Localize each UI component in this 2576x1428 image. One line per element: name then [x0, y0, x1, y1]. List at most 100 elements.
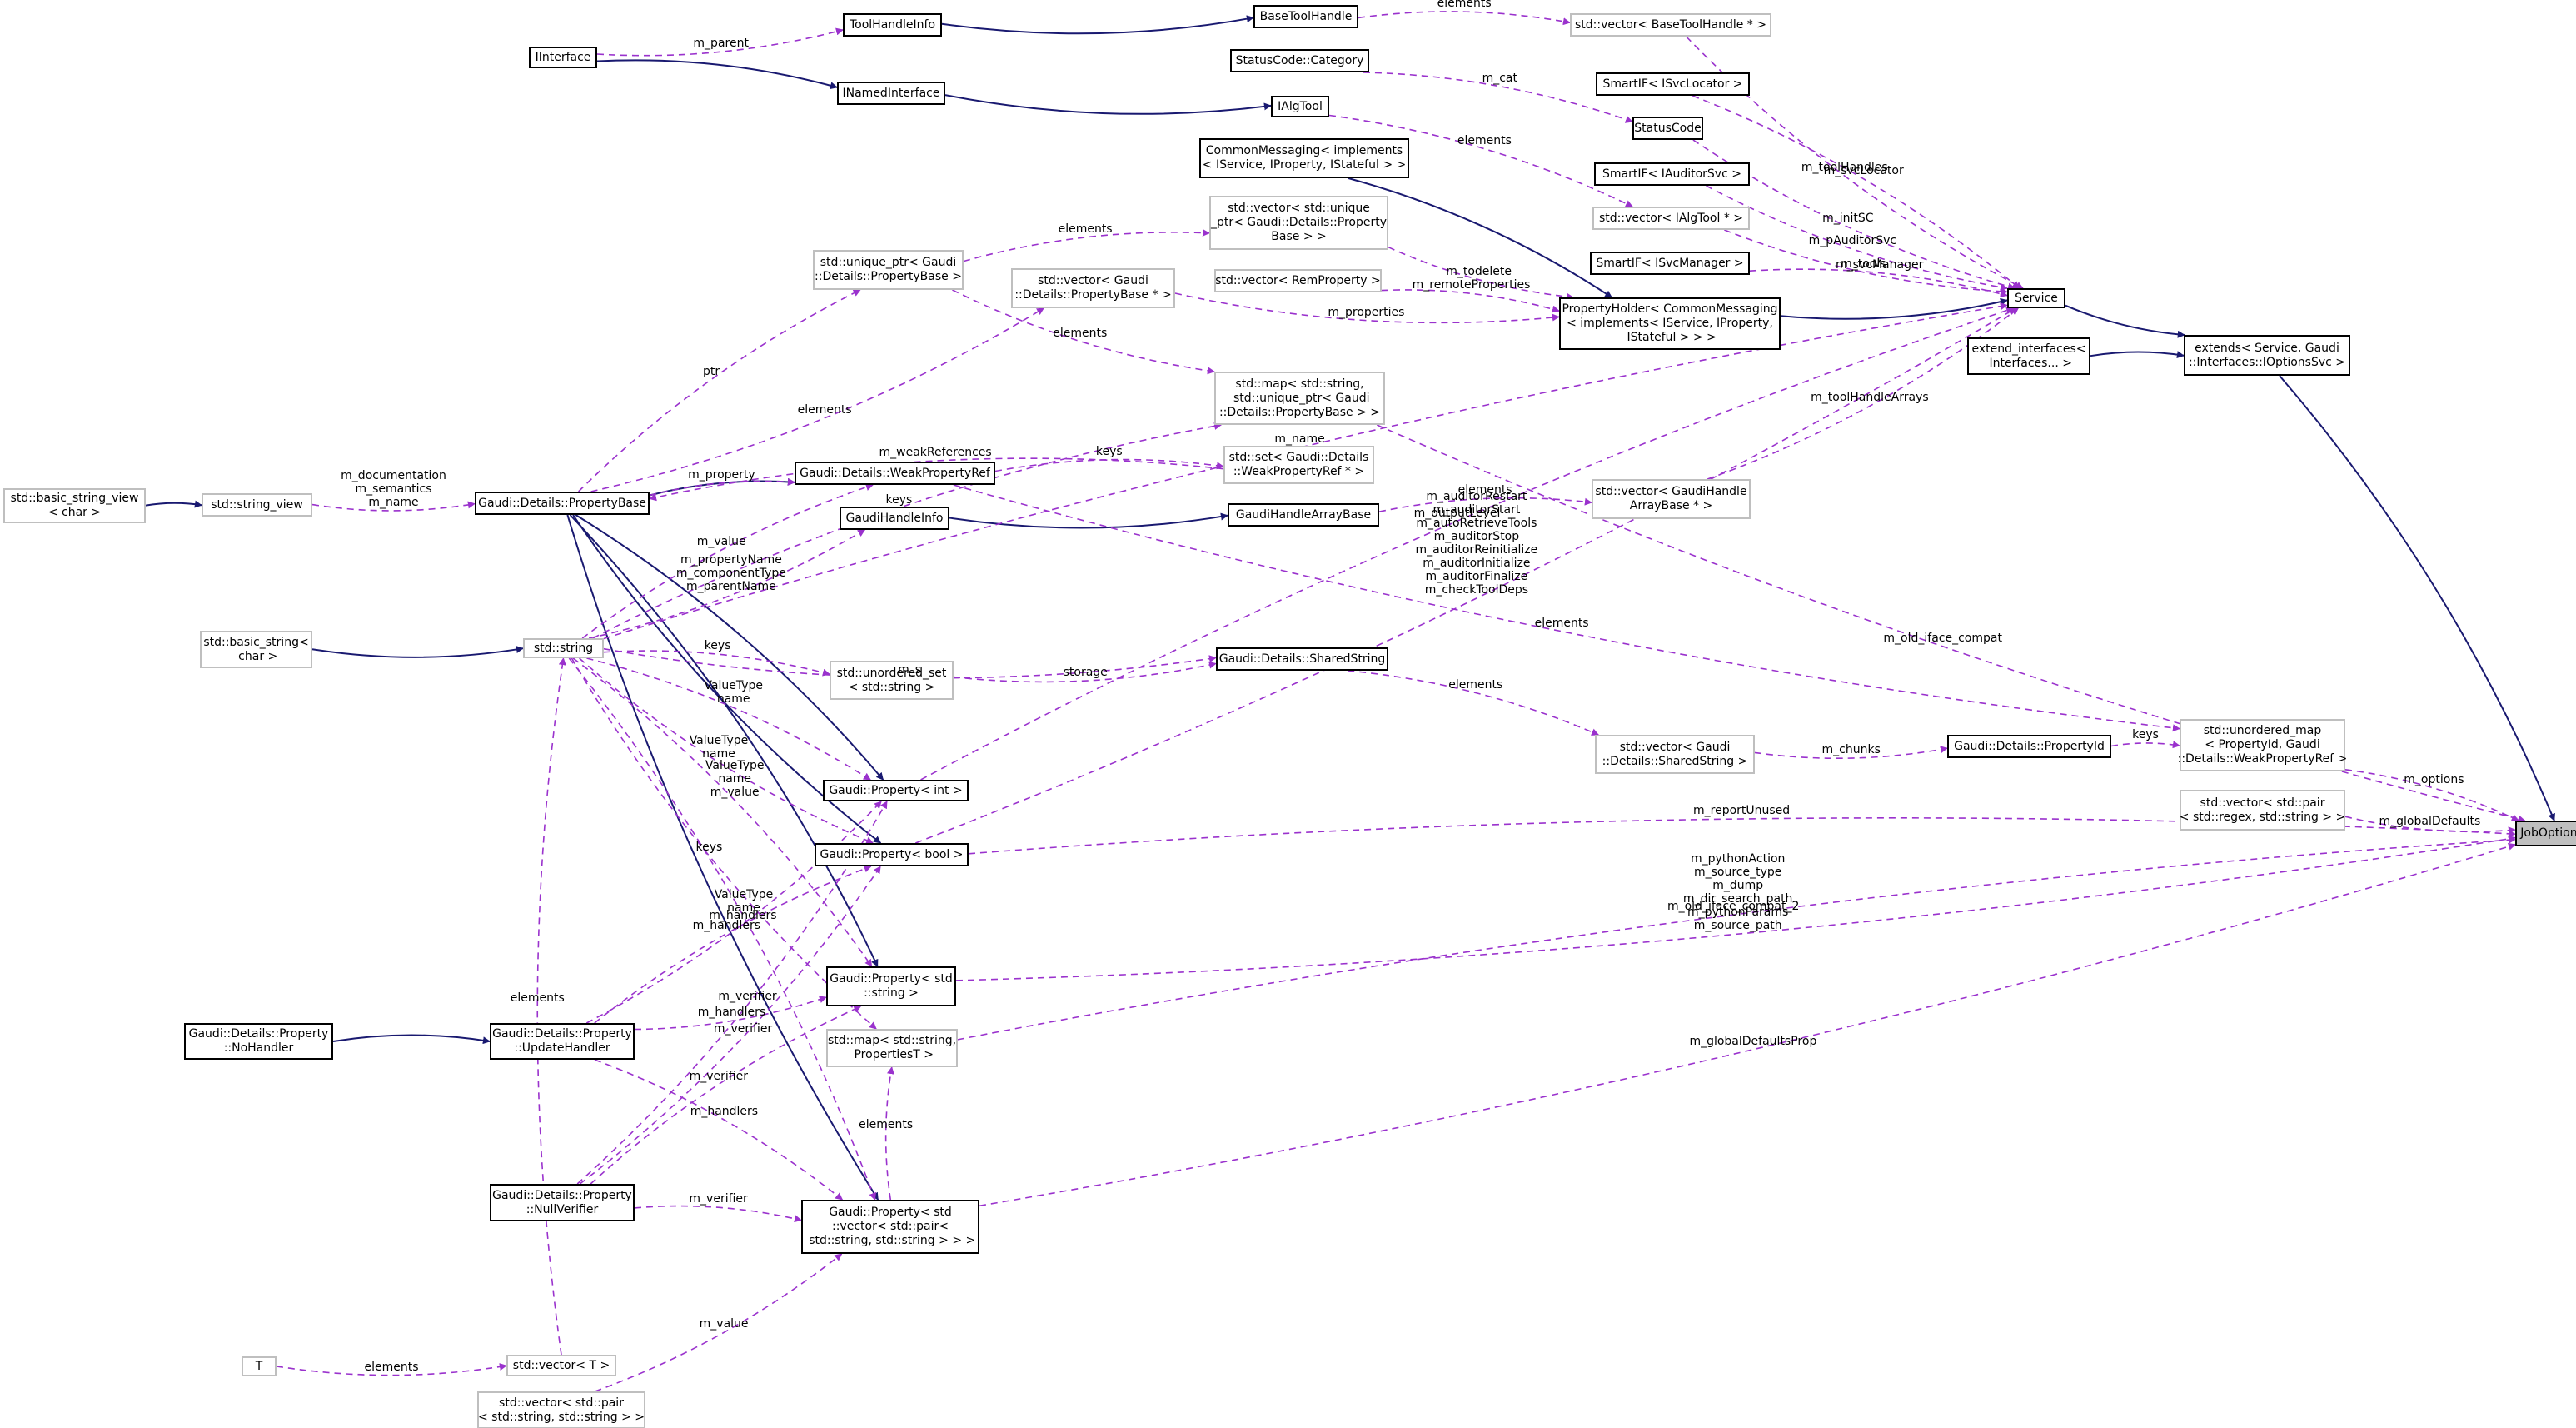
node-property-string[interactable]: Gaudi::Property< std ::string > [826, 966, 956, 1006]
edge-usage-50 [2110, 741, 2180, 749]
edge-label: ValueType name [714, 888, 774, 916]
node-status-code[interactable]: StatusCode [1632, 117, 1703, 140]
edge-usage-58 [957, 836, 2516, 1041]
edge-usage-57 [955, 835, 2516, 981]
edge-inheritance-4 [1348, 177, 1613, 298]
node-vec-ialg-tool[interactable]: std::vector< IAlgTool * > [1592, 207, 1750, 230]
edge-label: keys [695, 841, 723, 855]
edge-label: elements [510, 991, 565, 1005]
node-string-view[interactable]: std::string_view [202, 493, 312, 517]
edge-label: elements [1534, 616, 1589, 630]
node-map-str-properties-t[interactable]: std::map< std::string, PropertiesT > [826, 1029, 958, 1067]
edge-label: m_parent [693, 37, 749, 51]
node-property-holder[interactable]: PropertyHolder< CommonMessaging < implem… [1559, 297, 1781, 350]
node-vec-pbptr[interactable]: std::vector< Gaudi ::Details::PropertyBa… [1011, 268, 1175, 308]
edge-usage-72 [634, 1205, 802, 1223]
node-null-verifier[interactable]: Gaudi::Details::Property ::NullVerifier [490, 1184, 635, 1221]
node-vec-pair-str[interactable]: std::vector< std::pair < std::string, st… [477, 1391, 645, 1428]
edge-label: m_outputLevel [1413, 506, 1501, 520]
edge-label: keys [704, 639, 731, 653]
node-tool-handle-info[interactable]: ToolHandleInfo [843, 13, 942, 37]
node-no-handler[interactable]: Gaudi::Details::Property ::NoHandler [184, 1023, 333, 1060]
edge-label: m_verifier [718, 990, 777, 1004]
edge-usage-39 [649, 457, 1224, 502]
edge-usage-33 [952, 289, 1215, 375]
node-service[interactable]: Service [2007, 288, 2065, 308]
edge-inheritance-15 [566, 514, 879, 1201]
node-smart-ifisvc-locator[interactable]: SmartIF< ISvcLocator > [1596, 72, 1750, 96]
node-extend_interfaces[interactable]: extend_interfaces< Interfaces... > [1967, 337, 2090, 375]
node-std-string[interactable]: std::string [523, 638, 604, 658]
node-map-str-unique-ptr[interactable]: std::map< std::string, std::unique_ptr< … [1214, 372, 1385, 425]
node-set-weak-ref[interactable]: std::set< Gaudi::Details ::WeakPropertyR… [1223, 446, 1374, 484]
node-unordered-map-prop-id[interactable]: std::unordered_map < PropertyId, Gaudi :… [2178, 719, 2347, 771]
node-basic-string[interactable]: std::basic_string< char > [200, 631, 312, 668]
edge-label: keys [1095, 444, 1123, 458]
edge-usage-44 [603, 302, 2008, 640]
node-vec-gaudi-handle-array-base[interactable]: std::vector< GaudiHandle ArrayBase * > [1592, 479, 1751, 519]
edge-label: elements [364, 1360, 419, 1374]
edge-usage-49 [1754, 746, 1948, 760]
edge-label: m_verifier [689, 1192, 748, 1206]
edge-label: m_handlers [697, 1006, 766, 1020]
edge-inheritance-1 [2065, 304, 2185, 338]
node-gaudi-handle-array-base[interactable]: GaudiHandleArrayBase [1228, 503, 1379, 527]
edge-label: m_name [1274, 432, 1325, 447]
edge-label: m_old_iface_compat [1883, 631, 2002, 645]
node-vec-unique-ptr[interactable]: std::vector< std::unique _ptr< Gaudi::De… [1209, 196, 1388, 250]
edge-usage-67 [634, 996, 827, 1031]
node-ialg-tool[interactable]: IAlgTool [1271, 96, 1329, 117]
node-property-base[interactable]: Gaudi::Details::PropertyBase [475, 492, 650, 515]
node-t[interactable]: T [242, 1356, 277, 1376]
edge-label: m_s [898, 662, 922, 677]
node-vec-pair-regex[interactable]: std::vector< std::pair < std::regex, std… [2180, 790, 2345, 831]
node-unique-ptr-pb[interactable]: std::unique_ptr< Gaudi ::Details::Proper… [813, 250, 964, 290]
edge-usage-46 [603, 650, 830, 677]
edge-inheritance-13 [572, 514, 882, 844]
node-property-int[interactable]: Gaudi::Property< int > [823, 780, 969, 801]
node-iinterface[interactable]: IInterface [529, 47, 597, 68]
edge-label: elements [797, 402, 852, 417]
node-unordered-set-string[interactable]: std::unordered_set < std::string > [830, 661, 954, 700]
edge-usage-48 [1348, 670, 1600, 736]
node-smart-ifiauditor-svc[interactable]: SmartIF< IAuditorSvc > [1594, 162, 1750, 186]
node-inamed-interface[interactable]: INamedInterface [837, 82, 945, 105]
node-job-options-svc[interactable]: JobOptionsSvc [2515, 821, 2576, 846]
edge-usage-18 [1358, 11, 1571, 26]
edge-usage-22 [1692, 95, 2020, 289]
node-base-tool-handle[interactable]: BaseToolHandle [1253, 5, 1358, 28]
node-shared-string[interactable]: Gaudi::Details::SharedString [1216, 647, 1388, 671]
node-weak-property-ref[interactable]: Gaudi::Details::WeakPropertyRef [795, 462, 995, 485]
edge-label: ValueType name [689, 734, 749, 761]
edge-usage-51 [953, 484, 2180, 732]
edge-label: elements [1058, 222, 1113, 236]
node-vec-rem-property[interactable]: std::vector< RemProperty > [1214, 269, 1382, 292]
node-update-handler[interactable]: Gaudi::Details::Property ::UpdateHandler [490, 1023, 635, 1060]
node-status-code-category[interactable]: StatusCode::Category [1230, 49, 1369, 72]
node-property-vec-pair[interactable]: Gaudi::Property< std ::vector< std::pair… [801, 1200, 979, 1254]
edge-label: storage [1063, 666, 1108, 680]
edge-usage-47 [953, 661, 1217, 683]
edge-usage-43 [588, 529, 866, 639]
edge-label: m_cat [1482, 71, 1517, 85]
node-property-id[interactable]: Gaudi::Details::PropertyId [1947, 735, 2111, 758]
edge-inheritance-5 [941, 15, 1254, 35]
edge-label: m_pAuditorSvc [1808, 234, 1897, 247]
edge-label: m_pythonAction m_source_type m_dump m_di… [1682, 852, 1793, 933]
node-extends[interactable]: extends< Service, Gaudi ::Interfaces::IO… [2184, 335, 2350, 376]
edge-usage-25 [1724, 229, 2008, 296]
edge-usage-27 [1707, 307, 2019, 480]
node-smart-ifisvc-manager[interactable]: SmartIF< ISvcManager > [1590, 252, 1750, 275]
edge-label: m_chunks [1821, 743, 1881, 756]
node-property-bool[interactable]: Gaudi::Property< bool > [815, 843, 969, 866]
edge-usage-75 [595, 1253, 843, 1392]
node-common-messaging[interactable]: CommonMessaging< implements < IService, … [1199, 138, 1409, 178]
node-vec-base-tool-handle[interactable]: std::vector< BaseToolHandle * > [1570, 13, 1771, 37]
node-vec-t[interactable]: std::vector< T > [506, 1355, 616, 1376]
node-gaudi-handle-info[interactable]: GaudiHandleInfo [840, 507, 949, 530]
edge-label: m_toolHandles [1801, 161, 1888, 175]
node-vec-shared-string[interactable]: std::vector< Gaudi ::Details::SharedStri… [1595, 735, 1755, 774]
edge-inheritance-7 [944, 94, 1272, 115]
node-basic-string-view[interactable]: std::basic_string_view < char > [3, 488, 146, 523]
edge-label: m_propertyName m_componentType m_parentN… [675, 553, 786, 594]
